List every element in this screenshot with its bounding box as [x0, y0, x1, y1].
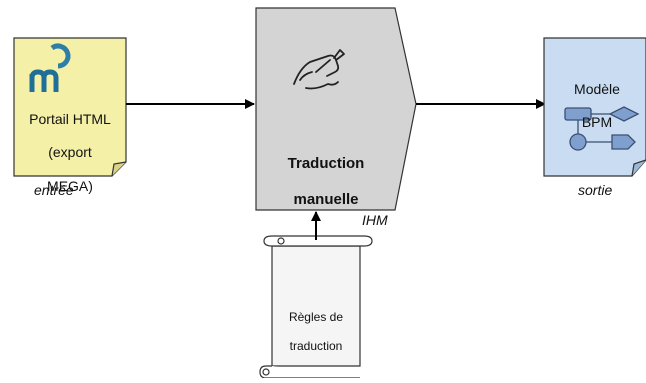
process-shape	[255, 7, 417, 211]
process-label: Traduction manuelle	[256, 137, 396, 209]
process-line-2: manuelle	[293, 191, 359, 208]
rules-line-1: Règles de	[288, 310, 344, 325]
input-document-label: Portail HTML (export MEGA)	[14, 94, 126, 195]
output-caption: sortie	[578, 182, 613, 198]
mega-logo-icon	[29, 43, 71, 92]
input-line-1: Portail HTML	[29, 110, 111, 127]
input-line-3: MEGA)	[47, 177, 93, 194]
output-line-1: Modèle	[574, 80, 620, 97]
writing-hand-icon	[293, 49, 345, 90]
rules-line-2: traduction	[289, 339, 343, 354]
output-document-label: Modèle BPM	[548, 64, 646, 131]
process-line-1: Traduction	[287, 155, 365, 172]
rules-document-label: Règles de traduction	[272, 296, 360, 354]
output-line-2: BPM	[581, 114, 613, 131]
input-caption: entrée	[34, 182, 74, 198]
interface-label: IHM	[362, 212, 388, 228]
bpm-model-icon	[564, 106, 640, 151]
input-line-2: (export	[48, 144, 92, 161]
